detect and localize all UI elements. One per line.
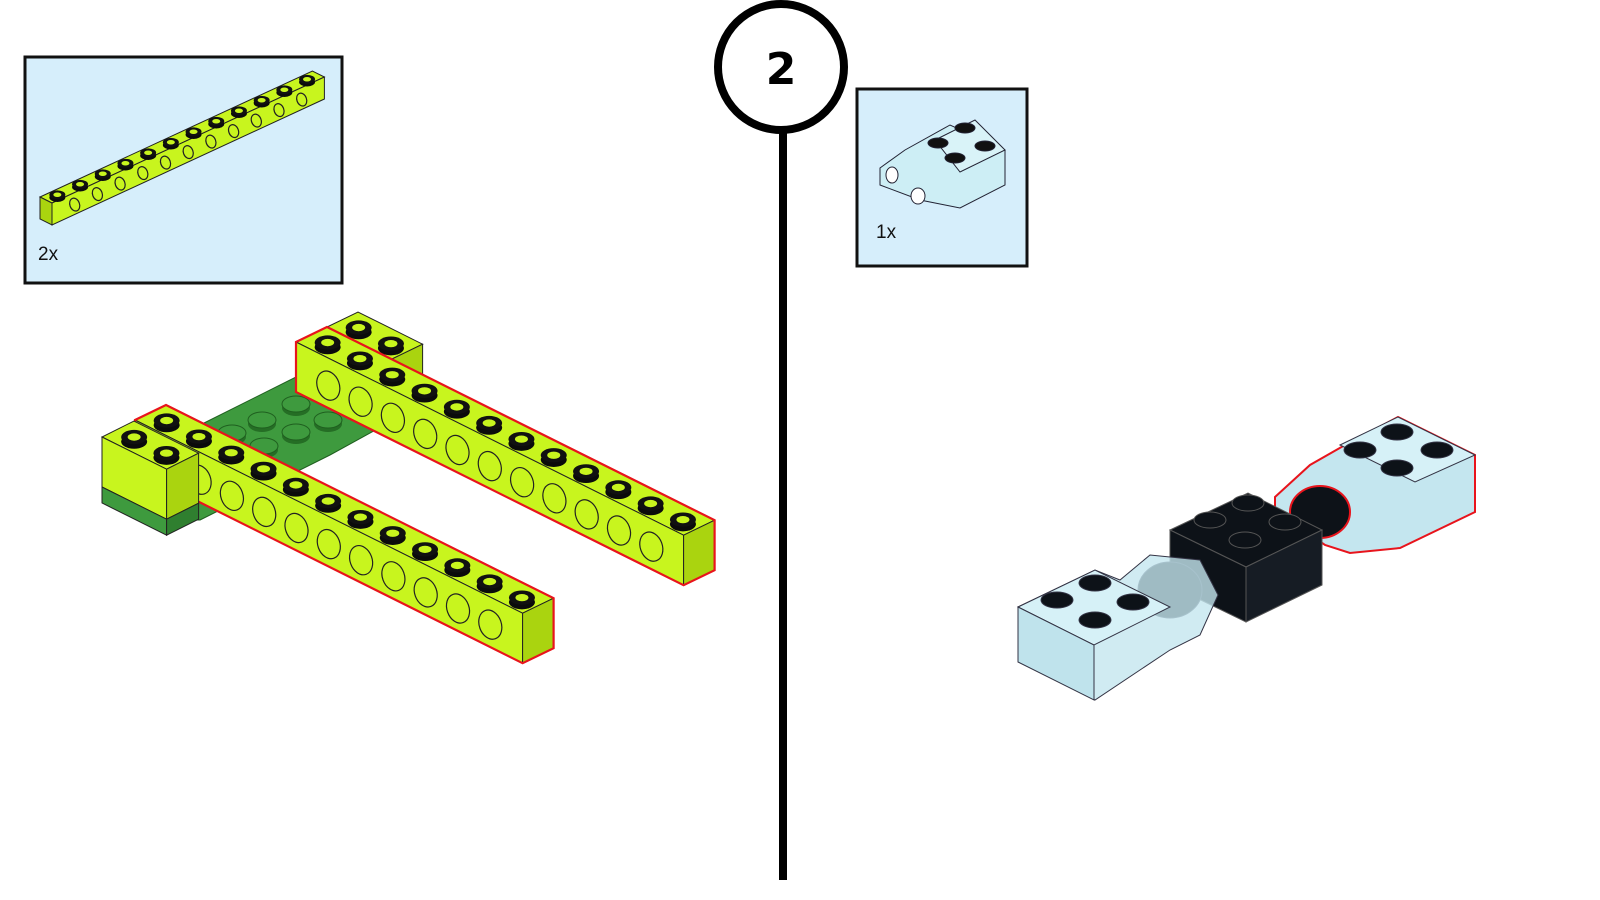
ball-socket-brick-new [1274, 415, 1477, 555]
pin-hole [380, 402, 406, 433]
pin-hole [413, 418, 438, 450]
stud-hole [450, 403, 464, 411]
pin-hole [478, 609, 503, 640]
pin-hole [284, 512, 309, 544]
pin-hole [445, 434, 470, 466]
technic-beam [38, 70, 326, 226]
pin-hole [252, 496, 277, 528]
stud-hole [450, 561, 464, 570]
stud-hole [321, 338, 335, 347]
stud-hole [224, 449, 238, 457]
new-part-outline [294, 325, 716, 587]
stud-hole [353, 513, 367, 521]
stud-hole [257, 465, 271, 473]
technic-beam-new [133, 403, 555, 665]
ball-joint-assembly [1016, 415, 1477, 701]
stud-hole [514, 435, 528, 443]
pin-hole [381, 561, 406, 592]
ball-socket-brick-icon [879, 119, 1006, 209]
stud-hole [280, 87, 289, 92]
pin-hole [250, 113, 262, 128]
callout-quantity: 2x [38, 244, 59, 265]
pin-hole [114, 176, 126, 191]
beam-assembly [100, 311, 716, 665]
pin-hole [316, 528, 341, 560]
plate-stud [281, 395, 311, 413]
pin-hole [606, 515, 632, 546]
step-circle [714, 0, 848, 134]
stud-hole [53, 192, 62, 197]
stud-hole [321, 497, 335, 505]
stud-hole [482, 419, 496, 427]
stud-hole [386, 529, 400, 537]
stud-hole [289, 481, 303, 489]
stud-hole [547, 451, 561, 459]
pin-hole [509, 467, 535, 498]
stud-hole [189, 129, 198, 134]
technic-beam-new [294, 325, 716, 587]
plate-stud [281, 423, 311, 441]
stud-hole [127, 433, 141, 441]
stud-hole [160, 416, 174, 425]
stud-hole [353, 355, 367, 363]
stud-hole [515, 594, 529, 602]
pin-hole [316, 370, 341, 401]
stud-hole [192, 433, 206, 441]
plate-stud [247, 411, 277, 429]
step-number: 2 [766, 44, 797, 95]
stud-hole [418, 545, 432, 553]
pin-hole [182, 145, 194, 160]
technic-beam-icon [38, 70, 326, 226]
pin-hole [227, 124, 240, 139]
pin-hole [91, 187, 104, 202]
stud-hole [418, 387, 432, 395]
brick-on-plate [100, 420, 200, 537]
stud-hole [676, 516, 690, 524]
stud-hole [384, 340, 398, 348]
stud-hole [212, 119, 221, 124]
pin-hole [273, 103, 285, 118]
stud-hole [257, 98, 266, 103]
pin-hole [445, 593, 471, 624]
ball-socket-brick [1016, 554, 1219, 701]
pin-hole [159, 155, 172, 170]
pin-hole [69, 197, 81, 212]
stud-hole [483, 577, 497, 586]
stud-hole [144, 150, 153, 155]
pin-hole [205, 134, 217, 149]
pin-hole [137, 166, 149, 181]
stud-hole [611, 483, 625, 492]
stud-hole [352, 323, 366, 332]
pin-hole [219, 480, 245, 511]
parts-callout-beam: 2x [23, 55, 344, 285]
beam-end-face [39, 196, 53, 226]
plate-stud [313, 411, 343, 429]
stud-hole [234, 108, 243, 113]
parts-callout-socket: 1x [855, 87, 1029, 268]
pin-hole [477, 450, 502, 482]
plate-side [166, 502, 200, 537]
step-indicator: 2 [714, 0, 848, 880]
callout-quantity: 1x [876, 222, 897, 243]
stud-hole [166, 140, 175, 145]
pin-hole [542, 483, 567, 514]
stud-hole [76, 182, 85, 187]
pin-hole [574, 499, 599, 530]
pin-hole [348, 386, 373, 417]
stud-hole [159, 449, 173, 457]
stud-hole [644, 499, 658, 508]
stud-hole [579, 467, 593, 475]
stud-hole [98, 171, 107, 176]
pin-hole [348, 545, 374, 576]
pin-hole [413, 577, 438, 608]
stud-hole [385, 371, 399, 379]
stud-hole [303, 77, 312, 82]
stud-hole [121, 161, 130, 166]
pin-hole [296, 92, 308, 107]
pin-hole [639, 531, 664, 562]
